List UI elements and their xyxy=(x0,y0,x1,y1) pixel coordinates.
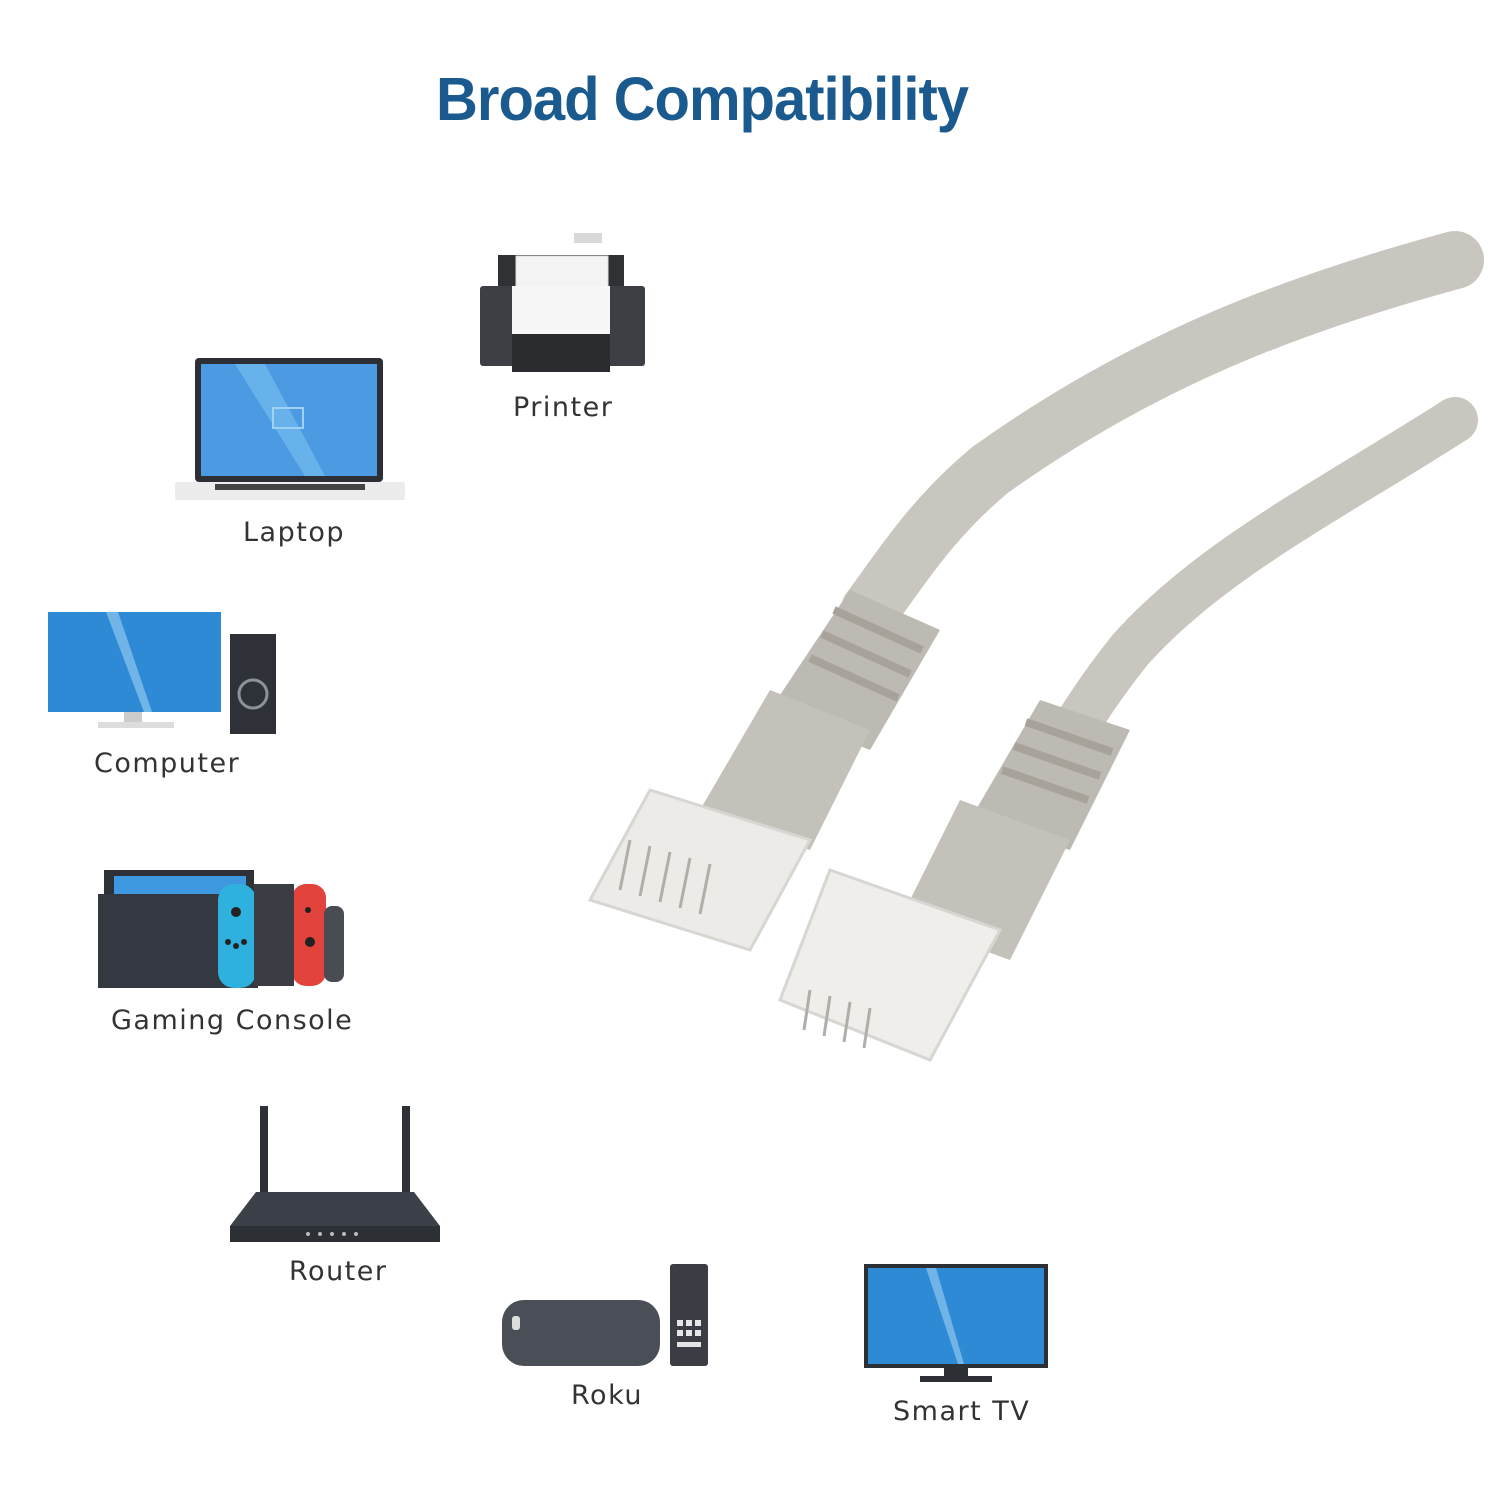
router-label: Router xyxy=(289,1256,388,1287)
router-icon xyxy=(230,1106,440,1242)
smart-tv-icon xyxy=(864,1264,1048,1382)
laptop-icon xyxy=(175,358,405,500)
roku-label: Roku xyxy=(571,1380,643,1411)
smart-tv-label: Smart TV xyxy=(893,1396,1031,1427)
ethernet-cable-icon xyxy=(587,231,1484,1062)
printer-icon xyxy=(480,233,645,372)
desktop-computer-icon xyxy=(48,612,276,734)
computer-label: Computer xyxy=(94,748,241,779)
printer-label: Printer xyxy=(513,392,614,423)
page-title: Broad Compatibility xyxy=(435,65,969,134)
gaming-console-label: Gaming Console xyxy=(111,1005,354,1036)
streaming-box-icon xyxy=(502,1264,708,1366)
game-console-icon xyxy=(98,870,344,988)
laptop-label: Laptop xyxy=(243,517,345,548)
